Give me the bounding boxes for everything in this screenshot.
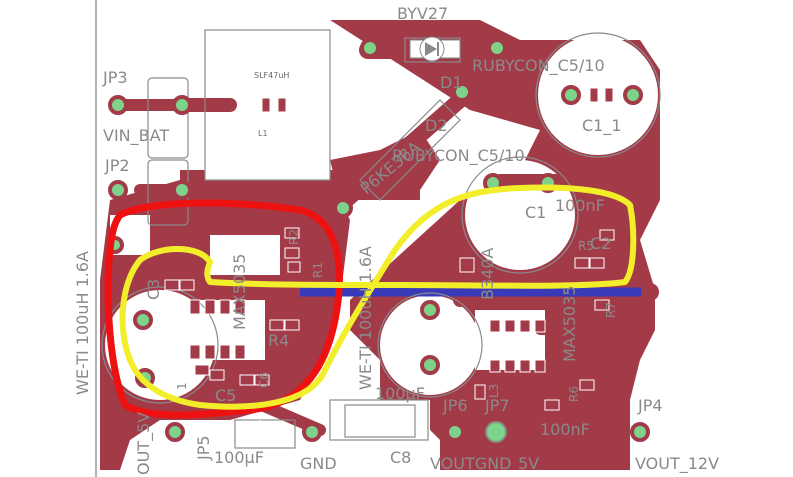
label-r6: R6: [567, 386, 581, 402]
label-d2: D2: [425, 116, 448, 135]
yellow-annotation-loop: [119, 184, 637, 410]
label-l1: L1: [258, 129, 268, 138]
label-weti-mid: WE-TI 100uH 1.6A: [356, 246, 375, 390]
label-c8: C8: [390, 448, 412, 467]
jp7-pad: [485, 421, 507, 443]
label-rubycon-mid: RUBYCON_C5/10: [392, 146, 525, 165]
label-jp5: JP5: [194, 435, 213, 460]
label-slf47uh: SLF47uH: [254, 71, 290, 80]
label-c5: C5: [215, 386, 237, 405]
label-c6: C6: [257, 371, 271, 388]
label-jp3: JP3: [103, 68, 128, 87]
label-r5: R5: [578, 239, 594, 253]
label-100nf-bottom: 100nF: [540, 420, 590, 439]
label-d1: D1: [440, 73, 463, 92]
label-jp7: JP7: [485, 396, 510, 415]
label-weti-left: WE-TI 100uH 1.6A: [73, 251, 92, 395]
label-100nf-top: 100nF: [555, 196, 605, 215]
label-max5035-left: MAX5035: [230, 253, 249, 330]
label-r7: R7: [604, 302, 618, 318]
label-jp4: JP4: [638, 396, 663, 415]
label-rubycon-top: RUBYCON_C5/10: [472, 56, 605, 75]
label-c1: C1: [525, 203, 547, 222]
label-r2: R2: [287, 229, 301, 245]
through-hole-pads: [106, 38, 650, 442]
label-5v: 5V: [518, 454, 540, 473]
label-voutgnd: VOUTGND: [430, 454, 512, 473]
label-out-5v: OUT_5V: [134, 411, 153, 475]
via-right: [641, 283, 659, 301]
label-c1-1: C1_1: [582, 116, 622, 135]
label-100uf-bottom: 100µF: [214, 448, 264, 467]
label-vout-12v: VOUT_12V: [635, 454, 720, 473]
diode-d1-symbol: [409, 36, 461, 62]
label-r4: R4: [268, 331, 290, 350]
label-jp6: JP6: [443, 396, 468, 415]
label-vin-bat: VIN_BAT: [103, 126, 170, 145]
label-gnd: GND: [300, 454, 337, 473]
label-c2: C2: [590, 234, 612, 253]
label-byv27: BYV27: [397, 4, 449, 23]
label-100uf-mid: 100µF: [375, 384, 425, 403]
outline-layer: [101, 29, 661, 449]
label-c3: C3: [144, 278, 163, 300]
label-b340a: B340A: [478, 247, 497, 300]
label-r1: R1: [311, 262, 325, 278]
label-one: 1: [175, 382, 189, 390]
label-max5035-right: MAX5035: [560, 285, 579, 362]
smd-pads-layer: [164, 87, 615, 411]
label-jp2: JP2: [105, 156, 130, 175]
center-markers: [140, 325, 440, 436]
